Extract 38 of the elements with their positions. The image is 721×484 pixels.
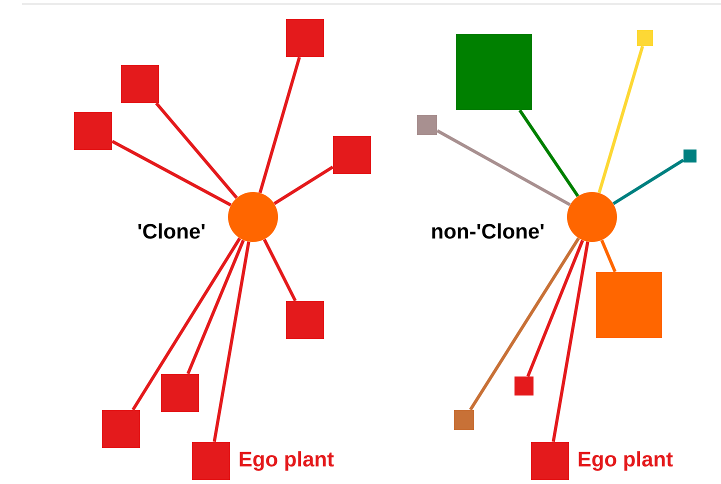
square-marker [286,300,324,339]
connector-line [598,46,644,194]
square-marker [684,150,696,162]
connector-line [155,102,238,199]
connector-line [212,242,250,442]
node-label: Ego plant [578,451,673,471]
group-label: 'Clone' [138,223,205,239]
connector-line [518,109,580,198]
square-marker [192,442,230,480]
connector-line [186,240,245,374]
connector-line [436,129,571,206]
connector-line [612,158,684,206]
square-marker [596,272,662,338]
square-marker [531,442,569,480]
hub-circle [567,192,617,242]
connector-line [469,237,580,411]
square-marker [456,34,532,110]
square-marker [637,30,653,46]
connector-line [600,240,617,272]
connector-line [262,238,297,302]
square-marker [454,410,474,430]
connector-line [258,56,301,194]
node-label: Ego plant [240,451,334,471]
connector-line [111,140,232,206]
connector-line [132,238,242,411]
connector-line [274,166,334,205]
square-marker [417,115,437,135]
hub-circle [228,192,278,242]
group-label: non-'Clone' [432,223,544,239]
square-marker [514,376,534,396]
connector-line [552,242,590,442]
square-marker [102,410,140,448]
square-marker [74,112,112,150]
square-marker [161,374,199,412]
square-marker [286,19,324,57]
square-marker [121,65,159,103]
square-marker [333,136,371,174]
connector-line [526,240,584,377]
